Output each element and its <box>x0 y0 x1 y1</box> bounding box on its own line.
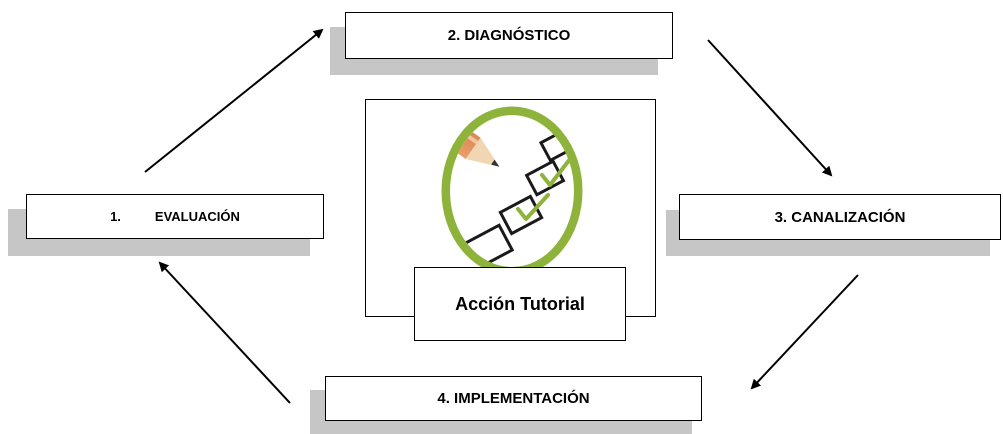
checklist-pencil-icon <box>441 106 583 275</box>
step-1-label: EVALUACIÓN <box>154 209 240 224</box>
arrow-1-to-2 <box>144 28 324 173</box>
step-canalizacion-box: 3. CANALIZACIÓN <box>679 194 1001 240</box>
step-1-number: 1. <box>110 209 121 224</box>
step-2-label: 2. DIAGNÓSTICO <box>447 27 571 44</box>
arrow-4-to-1 <box>158 261 291 404</box>
step-evaluacion-box: 1. EVALUACIÓN <box>26 194 324 239</box>
step-diagnostico-box: 2. DIAGNÓSTICO <box>345 12 673 59</box>
step-4-label: 4. IMPLEMENTACIÓN <box>437 390 590 407</box>
step-implementacion-box: 4. IMPLEMENTACIÓN <box>325 376 702 421</box>
arrow-2-to-3 <box>707 39 833 177</box>
arrow-3-to-4 <box>750 274 859 390</box>
center-label: Acción Tutorial <box>414 267 626 341</box>
step-3-label: 3. CANALIZACIÓN <box>774 208 906 226</box>
